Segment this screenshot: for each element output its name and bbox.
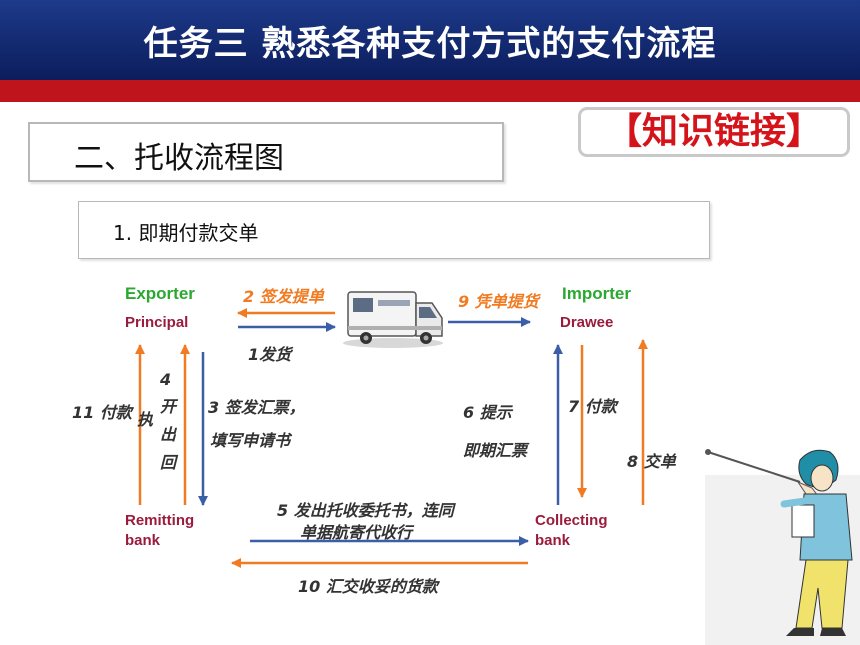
remitting-bank-label-line2: bank (125, 532, 161, 549)
step-2-label: 2 签发提单 (243, 287, 325, 306)
importer-label: Importer (562, 284, 631, 303)
step-4-char-4: 回 (160, 453, 179, 472)
drawee-label: Drawee (560, 314, 613, 331)
remitting-bank-label-line1: Remitting (125, 512, 194, 529)
title-bar: 任务三 熟悉各种支付方式的支付流程 (0, 0, 860, 80)
page-title: 任务三 熟悉各种支付方式的支付流程 (143, 24, 717, 64)
step-11-label: 11 付款 (72, 403, 135, 422)
step-1-label: 1发货 (248, 345, 294, 364)
knowledge-link-badge[interactable]: 【知识链接】 (578, 107, 850, 157)
step-4-char-2: 开 (160, 397, 179, 416)
step-6-label-line2: 即期汇票 (463, 441, 530, 460)
step-3-label-line2: 填写申请书 (210, 431, 293, 450)
title-underline-band (0, 80, 860, 102)
teacher-with-pointer-illustration (705, 449, 860, 645)
principal-label: Principal (125, 314, 188, 331)
step-8-label: 8 交单 (627, 452, 677, 471)
section-title: 二、托收流程图 (74, 141, 284, 176)
step-4-char-1: 4 (159, 370, 171, 389)
subsection-title: 1. 即期付款交单 (113, 221, 259, 245)
step-5-label-line1: 5 发出托收委托书，连同 (277, 501, 457, 520)
step-3-label-line1: 3 签发汇票， (208, 398, 305, 417)
step-5-label-line2: 单据航寄代收行 (300, 523, 415, 542)
collection-flow-diagram: Exporter Principal Importer Drawee Remit… (72, 284, 860, 645)
collecting-bank-label-line1: Collecting (535, 512, 608, 529)
step-4-char-5: 执 (137, 410, 154, 429)
step-4-char-3: 出 (160, 425, 178, 444)
step-9-label: 9 凭单提货 (458, 292, 542, 311)
truck-icon (343, 291, 443, 348)
knowledge-link-label: 【知识链接】 (605, 111, 822, 152)
collecting-bank-label-line2: bank (535, 532, 571, 549)
step-7-label: 7 付款 (568, 397, 620, 416)
exporter-label: Exporter (125, 284, 195, 303)
step-6-label-line1: 6 提示 (463, 403, 514, 422)
section-heading-box: 二、托收流程图 (28, 122, 504, 182)
subsection-heading-box: 1. 即期付款交单 (78, 201, 710, 259)
step-10-label: 10 汇交收妥的货款 (298, 577, 441, 596)
